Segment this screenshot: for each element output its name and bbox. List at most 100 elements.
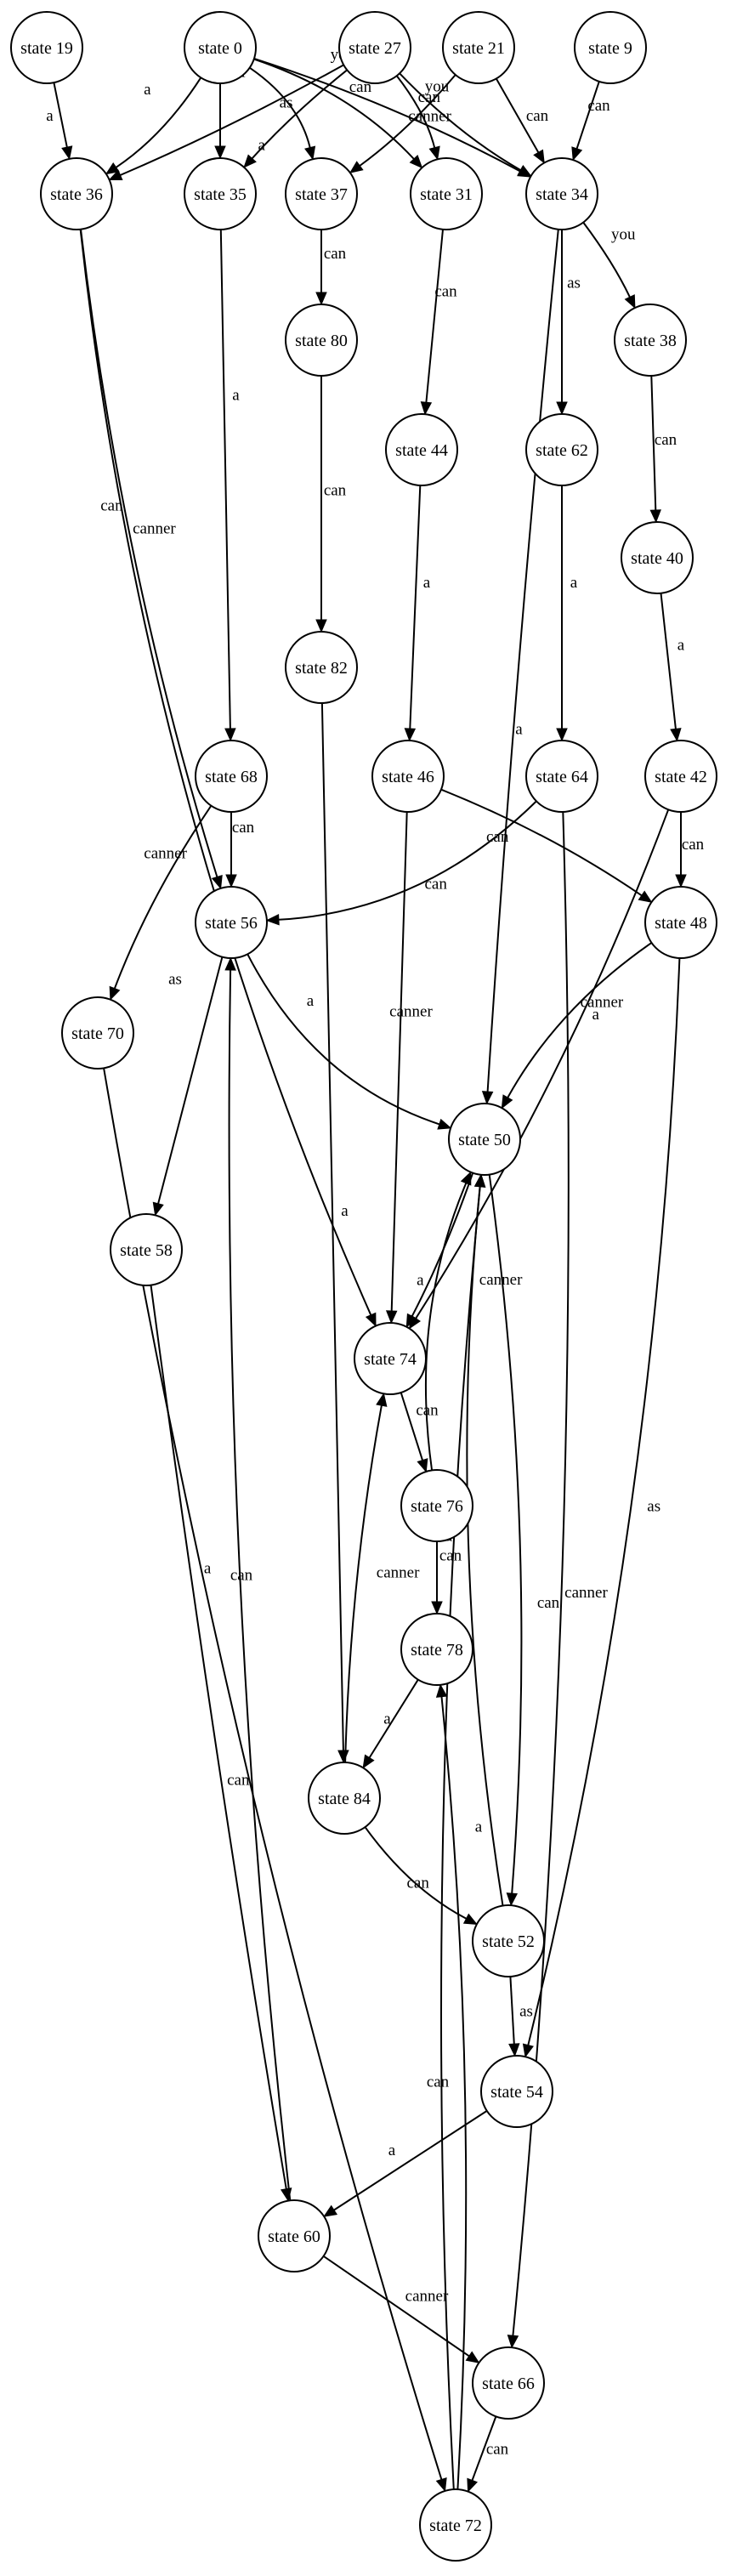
node-label: state 76 [411, 1497, 463, 1516]
edge-label: can [434, 283, 457, 301]
node-state-9[interactable]: state 9 [574, 11, 647, 84]
edge-state-76-to-state-78: can [431, 1540, 462, 1615]
node-state-80[interactable]: state 80 [285, 304, 358, 377]
node-state-54[interactable]: state 54 [480, 2055, 553, 2128]
node-state-68[interactable]: state 68 [195, 740, 268, 813]
node-label: state 27 [349, 39, 401, 58]
node-state-35[interactable]: state 35 [184, 157, 257, 230]
node-state-42[interactable]: state 42 [644, 740, 717, 813]
node-state-19[interactable]: state 19 [10, 11, 83, 84]
node-label: state 50 [458, 1131, 511, 1149]
node-state-44[interactable]: state 44 [385, 413, 458, 486]
edge-line [400, 1392, 423, 1461]
arrowhead-icon [225, 874, 237, 888]
arrowhead-icon [265, 914, 280, 926]
edge-state-66-to-state-72: can [467, 2416, 509, 2493]
arrowhead-icon [481, 1091, 494, 1105]
edge-label: canner [479, 1271, 523, 1289]
node-circle [614, 304, 687, 377]
arrowhead-icon [556, 728, 568, 742]
node-state-56[interactable]: state 56 [195, 886, 268, 959]
edge-state-74-to-state-76: can [400, 1392, 439, 1473]
node-circle [574, 11, 647, 84]
edge-state-9-to-state-34: can [571, 81, 610, 162]
edge-line [650, 375, 657, 511]
edge-line [488, 1174, 523, 1894]
node-state-31[interactable]: state 31 [410, 157, 483, 230]
edge-state-60-to-state-56: can [224, 956, 292, 2201]
node-label: state 19 [20, 39, 73, 58]
edge-state-72-to-state-50: a [440, 1173, 486, 2490]
node-circle [400, 1613, 473, 1686]
arrowhead-icon [507, 2335, 519, 2349]
arrowhead-icon [417, 1458, 428, 1473]
node-state-58[interactable]: state 58 [110, 1213, 183, 1286]
edge-line [466, 1186, 504, 1906]
node-state-64[interactable]: state 64 [525, 740, 598, 813]
node-state-72[interactable]: state 72 [419, 2488, 492, 2562]
edge-label: canner [581, 993, 624, 1011]
node-state-0[interactable]: state 0 [184, 11, 257, 84]
node-state-36[interactable]: state 36 [40, 157, 113, 230]
node-label: state 72 [429, 2516, 482, 2535]
arrowhead-icon [460, 1171, 472, 1186]
edge-label: a [46, 107, 54, 125]
node-label: state 38 [624, 332, 677, 350]
edge-label: as [280, 94, 293, 111]
arrowhead-icon [437, 1118, 452, 1130]
edge-state-78-to-state-84: a [362, 1679, 419, 1769]
edge-line [80, 229, 218, 877]
edge-state-37-to-state-80: can [315, 229, 347, 306]
node-state-34[interactable]: state 34 [525, 157, 598, 230]
node-state-40[interactable]: state 40 [621, 521, 694, 594]
node-state-50[interactable]: state 50 [448, 1103, 521, 1176]
edge-line [440, 788, 643, 897]
node-state-46[interactable]: state 46 [371, 740, 445, 813]
arrowhead-icon [152, 1201, 164, 1217]
arrowhead-icon [61, 145, 73, 161]
node-state-66[interactable]: state 66 [472, 2346, 545, 2420]
edge-label: can [537, 1594, 560, 1612]
node-label: state 70 [71, 1024, 124, 1043]
arrowhead-icon [670, 728, 682, 742]
node-state-74[interactable]: state 74 [354, 1322, 427, 1395]
node-state-48[interactable]: state 48 [644, 886, 717, 959]
edge-label: can [324, 482, 347, 500]
node-label: state 64 [536, 768, 588, 786]
edge-label: can [232, 819, 255, 837]
node-circle [644, 886, 717, 959]
node-state-37[interactable]: state 37 [285, 157, 358, 230]
edge-label: a [144, 81, 151, 99]
arrowhead-icon [517, 164, 532, 177]
node-state-38[interactable]: state 38 [614, 304, 687, 377]
node-state-62[interactable]: state 62 [525, 413, 598, 486]
edge-label: a [258, 137, 265, 155]
node-state-84[interactable]: state 84 [308, 1762, 381, 1835]
edge-label: as [168, 971, 182, 989]
node-state-70[interactable]: state 70 [61, 996, 134, 1070]
arrowhead-icon [571, 146, 583, 162]
edge-line [575, 81, 600, 150]
node-circle [371, 740, 445, 813]
node-state-21[interactable]: state 21 [442, 11, 515, 84]
arrowhead-icon [108, 169, 123, 180]
node-state-76[interactable]: state 76 [400, 1469, 473, 1542]
node-state-27[interactable]: state 27 [338, 11, 411, 84]
edge-state-0-to-state-36: a [105, 77, 202, 175]
node-circle [308, 1762, 381, 1835]
node-state-82[interactable]: state 82 [285, 631, 358, 704]
edge-line [320, 702, 344, 1751]
node-state-52[interactable]: state 52 [472, 1904, 545, 1977]
edge-label: canner [405, 2288, 449, 2306]
node-circle [338, 11, 411, 84]
edge-state-42-to-state-48: can [675, 811, 705, 888]
edge-state-80-to-state-82: can [315, 375, 347, 633]
edge-label: can [230, 1567, 253, 1585]
edge-state-84-to-state-74: canner [344, 1393, 420, 1763]
edge-line [495, 78, 540, 153]
edge-state-76-to-state-50: a [417, 1171, 472, 1471]
edge-state-48-to-state-50: a [501, 942, 653, 1109]
arrowhead-icon [362, 1754, 375, 1769]
node-state-60[interactable]: state 60 [258, 2199, 331, 2272]
node-state-78[interactable]: state 78 [400, 1613, 473, 1686]
